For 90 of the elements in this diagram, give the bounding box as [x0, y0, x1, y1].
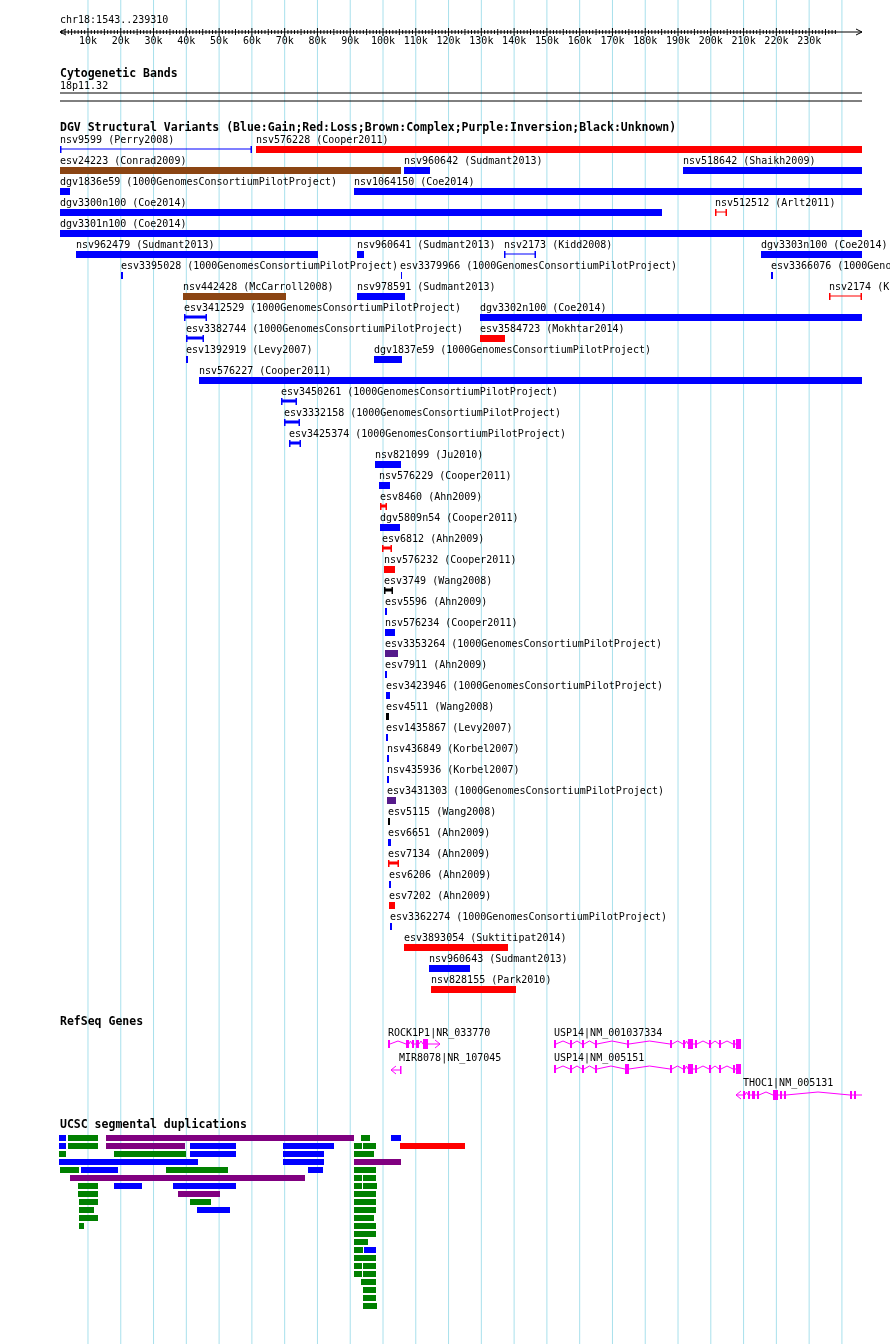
tick-label: 110k [403, 35, 428, 47]
gene-label: ROCK1P1|NR_033770 [388, 1027, 491, 1039]
variant-label: esv7202 (Ahn2009) [389, 890, 492, 902]
variant-label: esv8460 (Ahn2009) [380, 491, 483, 503]
tick-label: 100k [371, 35, 396, 47]
variant-label: esv1435867 (Levy2007) [386, 722, 513, 734]
tick-label: 230k [797, 35, 822, 47]
tick-label: 180k [633, 35, 658, 47]
tick-label: 130k [469, 35, 494, 47]
variant-label: dgv3300n100 (Coe2014) [60, 197, 187, 209]
tick-label: 40k [177, 35, 196, 47]
variant-label: nsv512512 (Arlt2011) [715, 197, 836, 209]
variant-label: dgv3302n100 (Coe2014) [480, 302, 607, 314]
variant-label: nsv9599 (Perry2008) [60, 134, 175, 146]
tick-label: 90k [341, 35, 360, 47]
variant-label: nsv960643 (Sudmant2013) [429, 953, 568, 965]
variant-label: esv5115 (Wang2008) [388, 806, 497, 818]
tick-label: 200k [698, 35, 723, 47]
tick-label: 70k [275, 35, 294, 47]
variant-label: nsv2173 (Kidd2008) [504, 239, 613, 251]
position-label: chr18:1543..239310 [60, 14, 169, 26]
variant-label: dgv3301n100 (Coe2014) [60, 218, 187, 230]
variant-label: nsv435936 (Korbel2007) [387, 764, 520, 776]
variant-label: esv3412529 (1000GenomesConsortiumPilotProject) [184, 302, 461, 314]
tick-label: 50k [210, 35, 229, 47]
variant-label: dgv5809n54 (Cooper2011) [380, 512, 519, 524]
tick-label: 220k [764, 35, 789, 47]
variant-label: nsv978591 (Sudmant2013) [357, 281, 496, 293]
variant-label: dgv1836e59 (1000GenomesConsortiumPilotProject) [60, 176, 337, 188]
variant-label: esv3382744 (1000GenomesConsortiumPilotProject) [186, 323, 463, 335]
tick-label: 170k [600, 35, 625, 47]
variant-label: nsv1064150 (Coe2014) [354, 176, 475, 188]
variant-label: esv24223 (Conrad2009) [60, 155, 187, 167]
variant-label: esv1392919 (Levy2007) [186, 344, 313, 356]
variant-label: nsv576227 (Cooper2011) [199, 365, 332, 377]
variant-label: nsv960641 (Sudmant2013) [357, 239, 496, 251]
variant-label: esv3893054 (Suktitipat2014) [404, 932, 567, 944]
gene-label: USP14|NM_001037334 [554, 1027, 663, 1039]
variant-label: esv3423946 (1000GenomesConsortiumPilotProject) [386, 680, 663, 692]
tick-label: 210k [731, 35, 756, 47]
variant-label: esv4511 (Wang2008) [386, 701, 495, 713]
variant-label: nsv576234 (Cooper2011) [385, 617, 518, 629]
variant-label: esv3379966 (1000GenomesConsortiumPilotProject) [400, 260, 677, 272]
variant-label: nsv828155 (Park2010) [431, 974, 552, 986]
gene-label: THOC1|NM_005131 [743, 1077, 834, 1089]
variant-label: esv3366076 (1000Geno [771, 260, 890, 272]
tick-label: 30k [144, 35, 163, 47]
tick-label: 80k [308, 35, 327, 47]
variant-label: esv6812 (Ahn2009) [382, 533, 485, 545]
variant-label: esv3450261 (1000GenomesConsortiumPilotProject) [281, 386, 558, 398]
variant-label: nsv518642 (Shaikh2009) [683, 155, 816, 167]
track-title: Cytogenetic Bands [60, 67, 178, 80]
variant-label: esv3584723 (Mokhtar2014) [480, 323, 625, 335]
variant-label: esv3395028 (1000GenomesConsortiumPilotProject) [121, 260, 398, 272]
track-title: RefSeq Genes [60, 1015, 144, 1028]
variant-label: nsv576229 (Cooper2011) [379, 470, 512, 482]
variant-label: nsv821099 (Ju2010) [375, 449, 484, 461]
variant-label: nsv2174 (K [829, 281, 890, 293]
tick-label: 150k [534, 35, 559, 47]
variant-label: nsv442428 (McCarroll2008) [183, 281, 334, 293]
variant-label: esv3353264 (1000GenomesConsortiumPilotProject) [385, 638, 662, 650]
tick-label: 140k [502, 35, 527, 47]
variant-label: dgv1837e59 (1000GenomesConsortiumPilotProject) [374, 344, 651, 356]
variant-label: esv6206 (Ahn2009) [389, 869, 492, 881]
variant-label: esv6651 (Ahn2009) [388, 827, 491, 839]
variant-label: nsv436849 (Korbel2007) [387, 743, 520, 755]
track-title: DGV Structural Variants (Blue:Gain;Red:Loss;Brown:Complex;Purple:Inversion;Black:Unknown) [60, 121, 677, 134]
gene-label: USP14|NM_005151 [554, 1052, 645, 1064]
variant-label: dgv3303n100 (Coe2014) [761, 239, 888, 251]
variant-label: esv7911 (Ahn2009) [385, 659, 488, 671]
variant-label: nsv576228 (Cooper2011) [256, 134, 389, 146]
variant-label: esv3332158 (1000GenomesConsortiumPilotProject) [284, 407, 561, 419]
tick-label: 60k [242, 35, 261, 47]
variant-label: esv7134 (Ahn2009) [388, 848, 491, 860]
tick-label: 160k [567, 35, 592, 47]
variant-label: esv3362274 (1000GenomesConsortiumPilotProject) [390, 911, 667, 923]
variant-label: nsv960642 (Sudmant2013) [404, 155, 543, 167]
track-title: UCSC segmental duplications [60, 1118, 247, 1131]
tick-label: 20k [111, 35, 130, 47]
variant-label: esv3749 (Wang2008) [384, 575, 493, 587]
tick-label: 120k [436, 35, 461, 47]
gene-label: MIR8078|NR_107045 [399, 1052, 502, 1064]
band-label: 18p11.32 [60, 80, 109, 92]
variant-label: nsv962479 (Sudmant2013) [76, 239, 215, 251]
variant-label: esv3425374 (1000GenomesConsortiumPilotProject) [289, 428, 566, 440]
tick-label: 190k [666, 35, 691, 47]
variant-label: esv5596 (Ahn2009) [385, 596, 488, 608]
variant-label: esv3431303 (1000GenomesConsortiumPilotProject) [387, 785, 664, 797]
variant-label: nsv576232 (Cooper2011) [384, 554, 517, 566]
tick-label: 10k [78, 35, 98, 47]
